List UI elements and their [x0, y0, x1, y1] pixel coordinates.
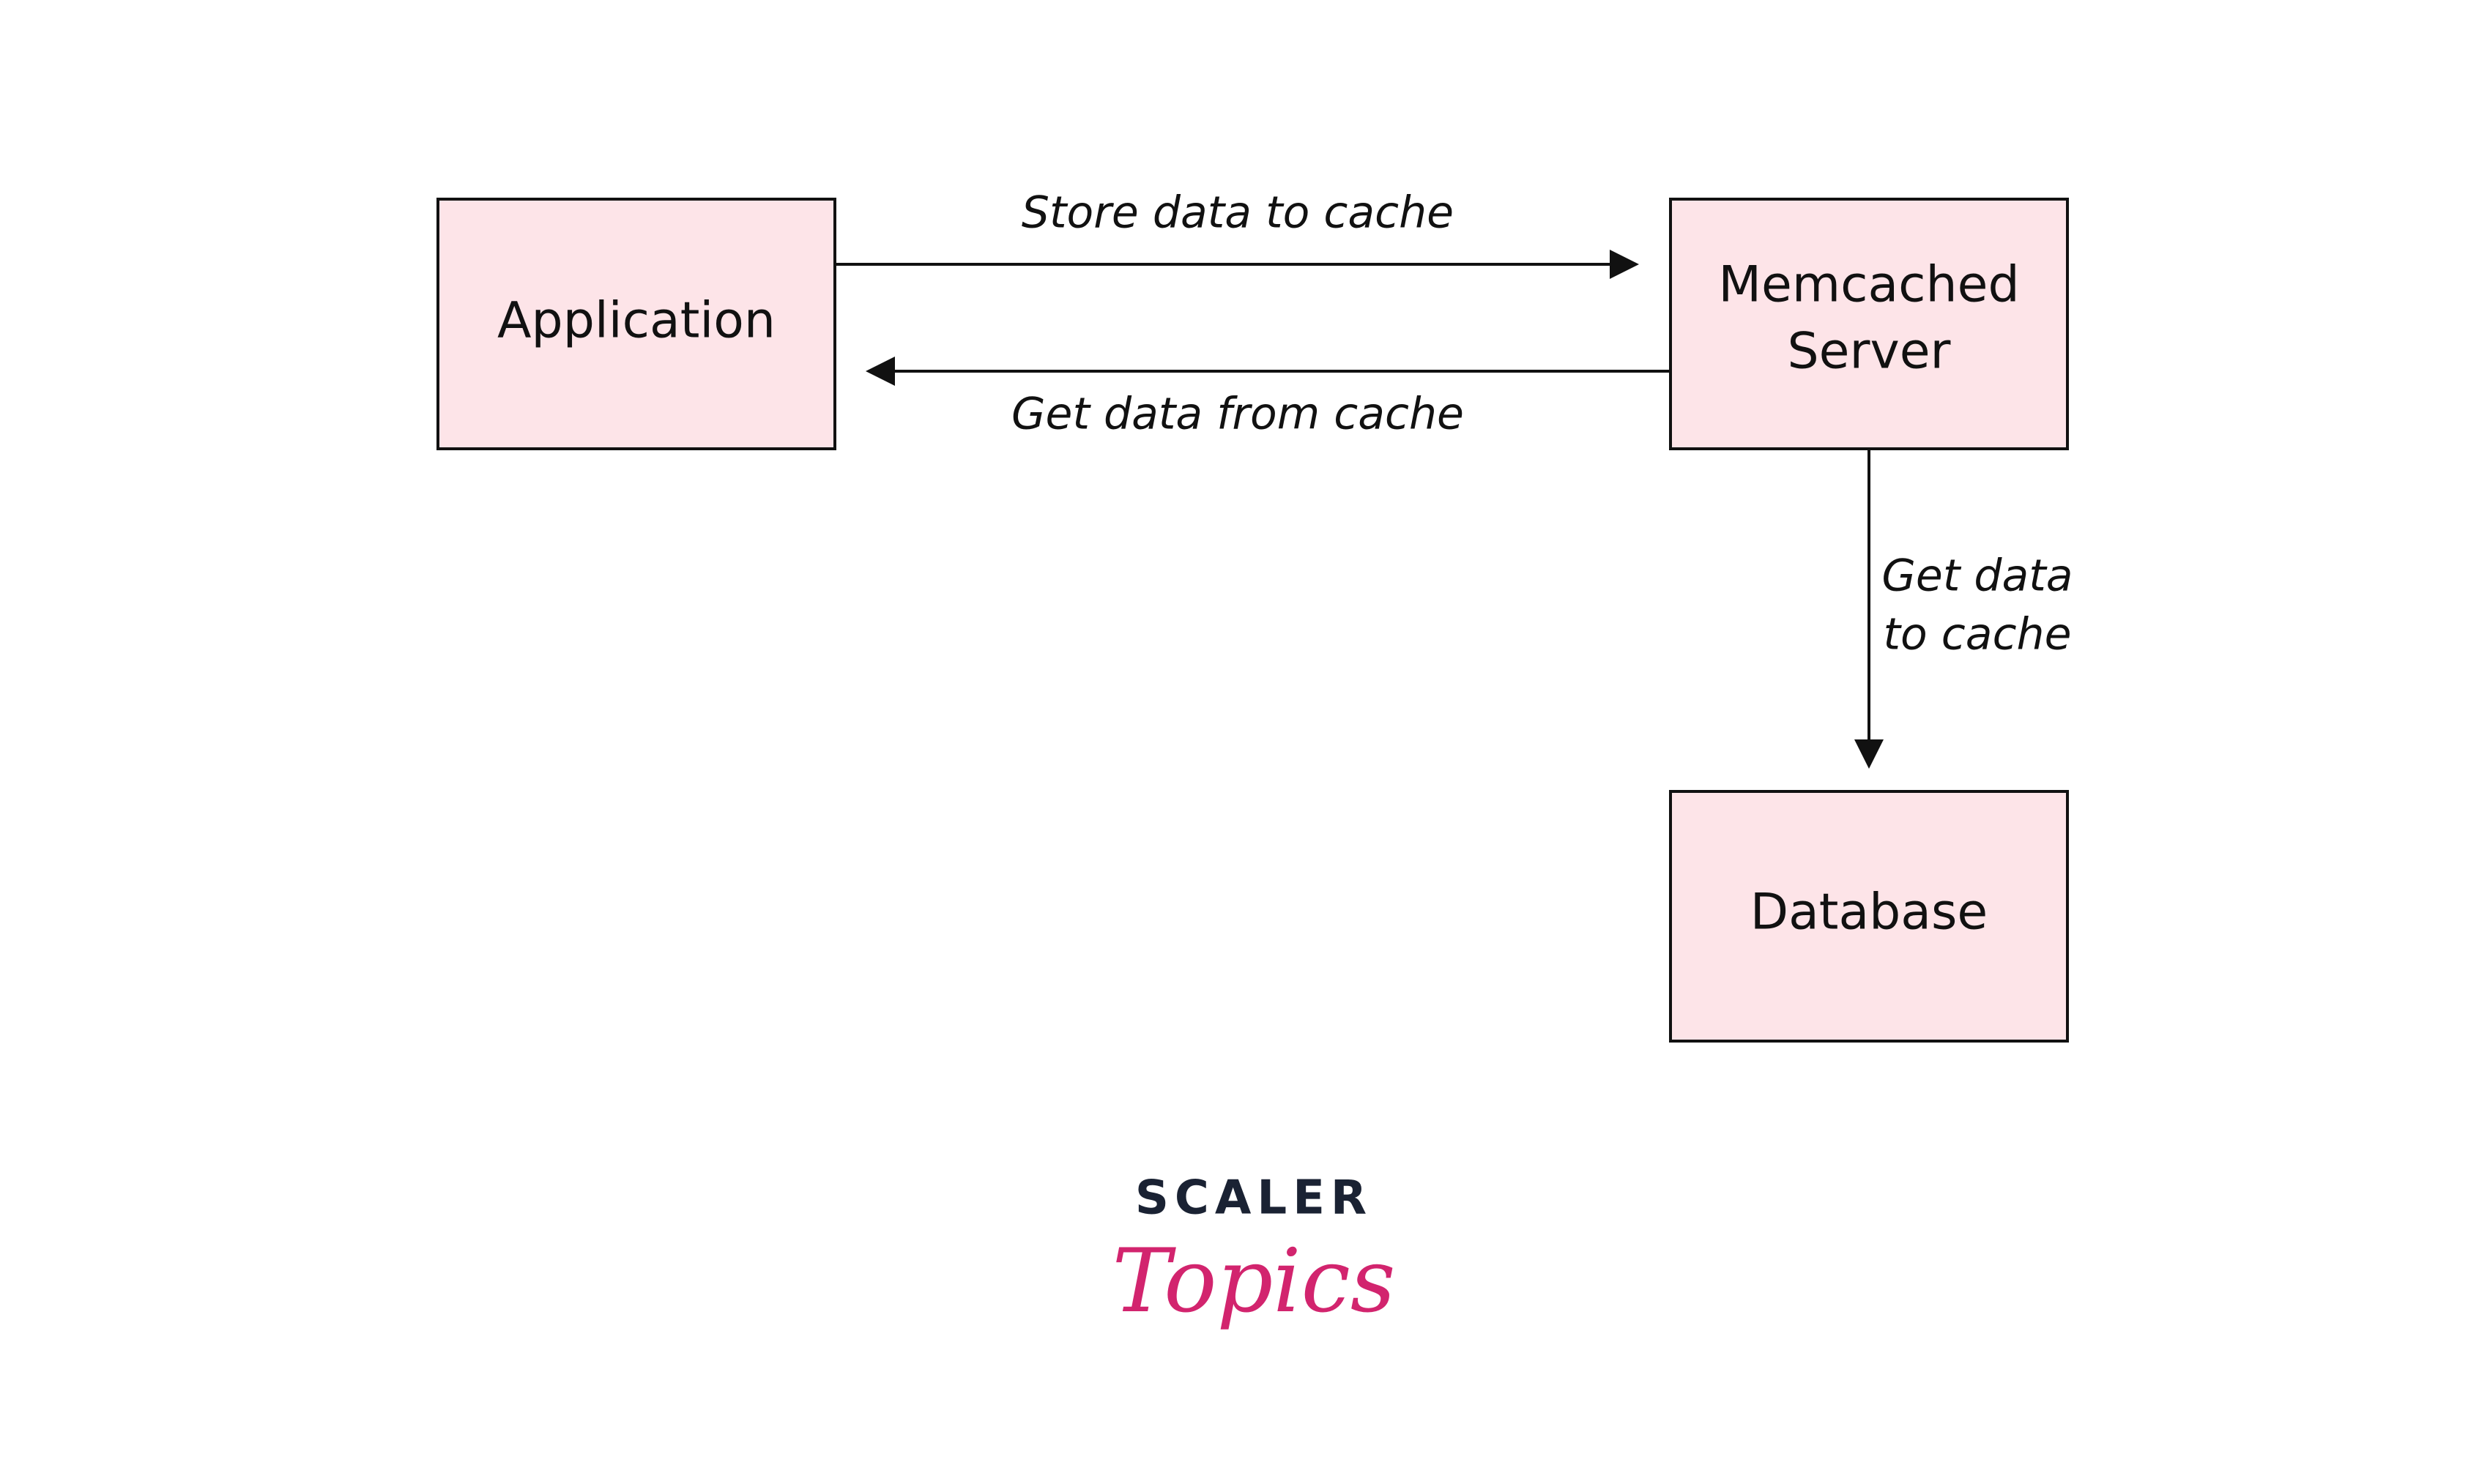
application-box: [436, 198, 836, 450]
scaler-topics-logo: SCALER Topics: [1112, 1171, 1396, 1333]
application-label: Application: [497, 292, 776, 350]
logo-topics-text: Topics: [1112, 1231, 1396, 1332]
store-data-arrowhead-icon: [1610, 250, 1639, 279]
memcached-server-node: Memcached Server: [1669, 198, 2069, 450]
memcached-server-label-line1: Memcached: [1718, 256, 2019, 314]
get-data-from-cache-label: Get data from cache: [1011, 389, 1464, 440]
store-data-edge: Store data to cache: [835, 187, 1639, 279]
database-node: Database: [1669, 790, 2069, 1043]
get-data-to-cache-label-line1: Get data: [1881, 551, 2073, 602]
get-data-to-cache-edge: Get data to cache: [1854, 449, 2073, 769]
application-node: Application: [436, 198, 836, 450]
store-data-label: Store data to cache: [1022, 187, 1454, 239]
get-data-from-cache-arrowhead-icon: [866, 357, 895, 386]
memcached-server-label-line2: Server: [1788, 323, 1951, 381]
get-data-from-cache-edge: Get data from cache: [866, 357, 1670, 440]
get-data-to-cache-label-line2: to cache: [1884, 609, 2072, 660]
get-data-to-cache-arrowhead-icon: [1854, 739, 1884, 769]
database-box: [1669, 790, 2069, 1043]
memcached-server-box: [1669, 198, 2069, 450]
logo-scaler-text: SCALER: [1135, 1171, 1372, 1226]
database-label: Database: [1750, 884, 1988, 942]
